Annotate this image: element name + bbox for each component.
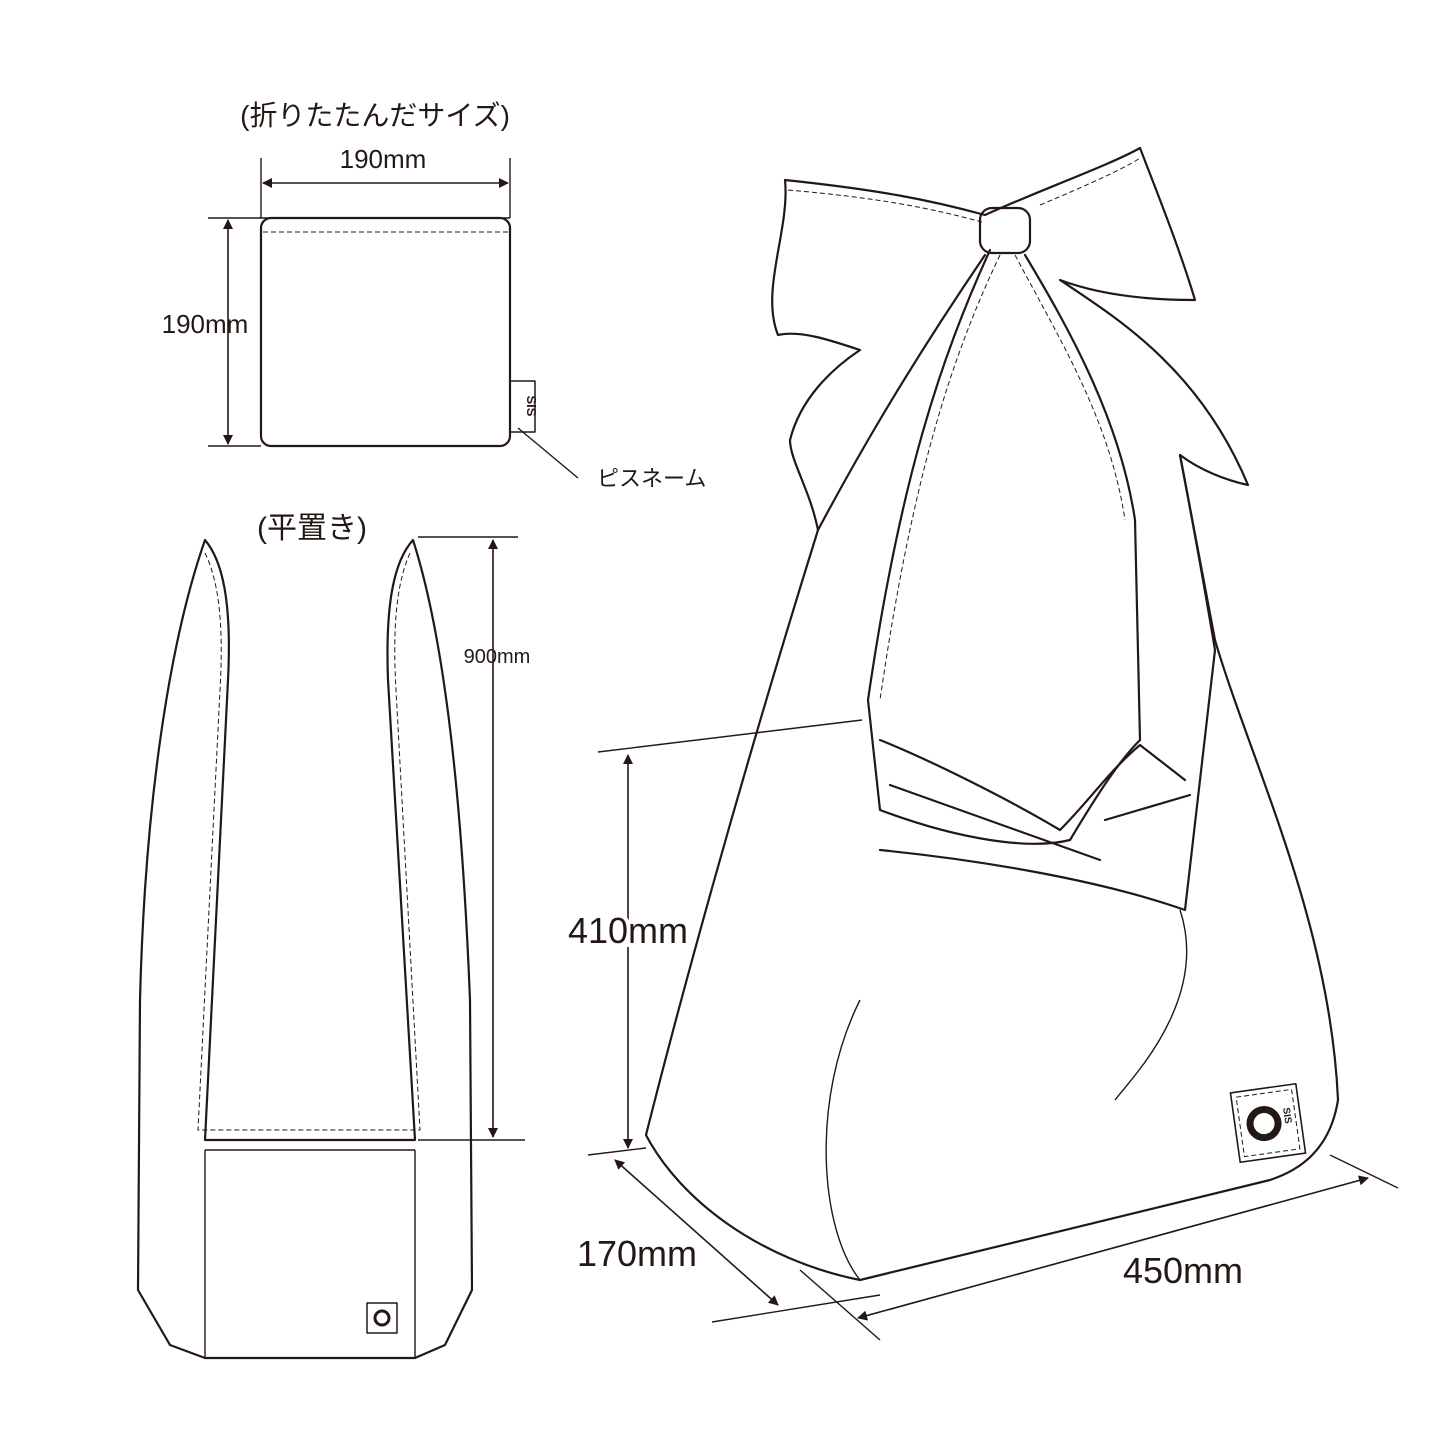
leader-line xyxy=(517,427,579,479)
sis-tag-text: SIS xyxy=(524,396,539,417)
folded-caption: (折りたたんだサイズ) xyxy=(240,100,510,131)
bag-view: SIS xyxy=(587,146,1399,1341)
bag-outline xyxy=(644,146,1340,1282)
logo-patch xyxy=(366,1302,398,1334)
flat-view xyxy=(136,536,525,1360)
bag-width-arrow xyxy=(857,1175,1369,1321)
bag-logo-patch xyxy=(1229,1082,1307,1164)
bag-opening xyxy=(878,453,1217,912)
bag-depth-label: 170mm xyxy=(577,1233,697,1274)
bag-depth-arrow xyxy=(614,1159,779,1306)
bag-height-label: 410mm xyxy=(568,910,688,951)
folded-view xyxy=(208,158,579,479)
bag-width-label: 450mm xyxy=(1123,1250,1243,1291)
bag-logo-text: SIS xyxy=(1280,1107,1293,1125)
folded-bag-outline xyxy=(259,216,512,448)
handle-strap xyxy=(866,248,1142,845)
folded-width-label: 190mm xyxy=(340,144,427,174)
bag-logo-icon xyxy=(1246,1106,1282,1142)
flat-length-label: 900mm xyxy=(464,646,531,668)
logo-icon xyxy=(373,1309,391,1327)
tag-label: ピスネーム xyxy=(597,466,706,491)
folded-height-label: 190mm xyxy=(162,309,249,339)
flat-bag-outline xyxy=(136,538,474,1360)
flat-caption: (平置き) xyxy=(257,512,367,545)
bow-knot xyxy=(978,206,1032,255)
